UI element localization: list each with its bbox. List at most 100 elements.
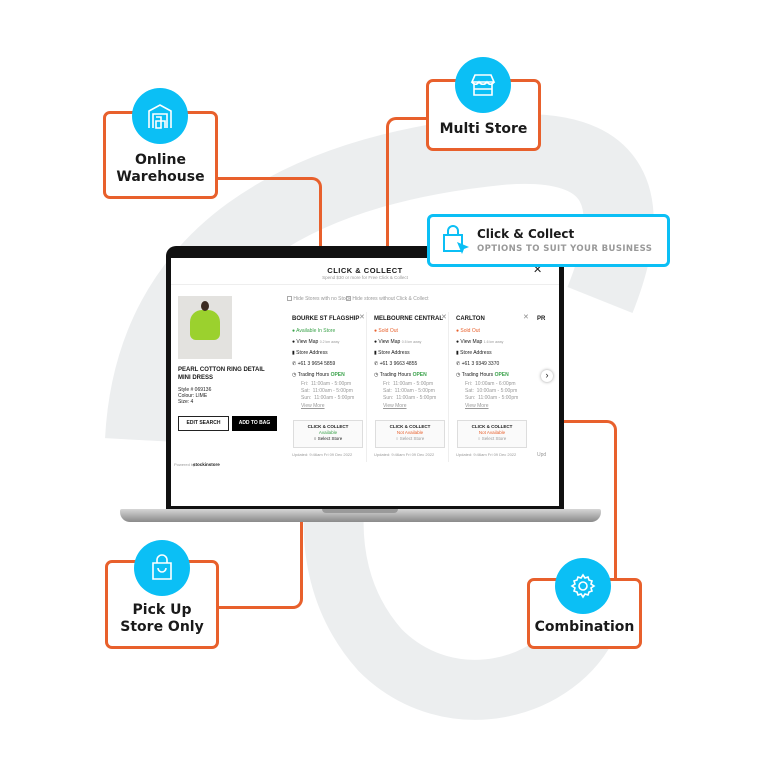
warehouse-icon <box>132 88 188 144</box>
view-more-link[interactable]: View More <box>383 403 407 409</box>
hours-row: Sat: 10:00am - 5:00pm <box>465 388 518 394</box>
phone-icon: ✆ <box>374 361 379 367</box>
clock-icon: ◷ <box>456 372 461 378</box>
remove-store-icon[interactable]: ✕ <box>359 314 365 321</box>
phone-icon: ✆ <box>456 361 461 367</box>
clock-icon: ◷ <box>292 372 297 378</box>
modal-title: CLICK & COLLECT <box>327 266 403 275</box>
hours-row: Sun: 11:00am - 5:00pm <box>465 395 519 401</box>
view-map-link[interactable]: ● View Map 0.5 km away <box>374 339 422 345</box>
next-store-button[interactable]: › <box>541 370 553 382</box>
store-address-link[interactable]: ▮ Store Address <box>456 350 492 356</box>
hours-row: Fri: 11:00am - 5:00pm <box>301 381 352 387</box>
cc-status: Not Available <box>478 430 506 435</box>
hours-row: Fri: 10:00am - 6:00pm <box>465 381 516 387</box>
divider <box>171 284 559 285</box>
view-more-link[interactable]: View More <box>465 403 489 409</box>
hours-row: Sat: 11:00am - 5:00pm <box>383 388 435 394</box>
hours-row: Sun: 11:00am - 5:00pm <box>383 395 437 401</box>
click-collect-callout: Click & Collect OPTIONS TO SUIT YOUR BUS… <box>427 214 670 267</box>
connector-warehouse <box>216 177 322 249</box>
clock-icon: ◷ <box>374 372 379 378</box>
partial-updated: Upd <box>537 452 547 458</box>
gear-icon <box>555 558 611 614</box>
store-name: BOURKE ST FLAGSHIP <box>292 316 360 322</box>
hide-no-stock-checkbox[interactable]: Hide Stores with no Stock <box>287 296 351 302</box>
updated-time: Updated: 9:46am Fri 09 Dec 2022 <box>292 452 353 457</box>
hide-no-cc-checkbox[interactable]: Hide stores without Click & Collect <box>346 296 429 302</box>
stock-status: ● Available In Store <box>292 328 336 334</box>
view-more-link[interactable]: View More <box>301 403 325 409</box>
building-icon: ▮ <box>456 350 459 356</box>
remove-store-icon[interactable]: ✕ <box>523 314 529 321</box>
map-pin-icon: ● <box>456 339 460 345</box>
click-collect-option[interactable]: CLICK & COLLECT Not Available ○ Select S… <box>375 420 445 448</box>
sold-out-icon: ● <box>374 328 378 334</box>
product-size: Size: 4 <box>178 399 194 405</box>
shopping-bag-icon <box>134 540 190 596</box>
updated-time: Updated: 9:46am Fri 09 Dec 2022 <box>456 452 517 457</box>
cc-label: CLICK & COLLECT <box>471 424 513 429</box>
map-pin-icon: ● <box>374 339 378 345</box>
store-card: BOURKE ST FLAGSHIP ✕ ● Available In Stor… <box>287 312 367 462</box>
store-phone[interactable]: ✆ +61 3 9349 3370 <box>456 361 500 367</box>
callout-subtitle: OPTIONS TO SUIT YOUR BUSINESS <box>477 244 653 254</box>
trading-hours: ◷ Trading Hours OPEN <box>456 372 509 378</box>
store-address-link[interactable]: ▮ Store Address <box>374 350 410 356</box>
building-icon: ▮ <box>374 350 377 356</box>
store-name: CARLTON <box>456 316 485 322</box>
product-colour: Colour: LIME <box>178 393 208 399</box>
sold-out-icon: ● <box>456 328 460 334</box>
product-name: PEARL COTTON RING DETAIL MINI DRESS <box>178 367 265 381</box>
callout-title: Click & Collect <box>477 227 575 241</box>
store-name: MELBOURNE CENTRAL <box>374 316 443 322</box>
select-store-radio[interactable]: ○ Select Store <box>395 436 425 441</box>
connector-pickup <box>216 515 303 609</box>
hours-row: Sat: 11:00am - 5:00pm <box>301 388 353 394</box>
updated-time: Updated: 9:46am Fri 09 Dec 2022 <box>374 452 435 457</box>
select-store-radio[interactable]: ○ Select Store <box>313 436 343 441</box>
click-collect-option[interactable]: CLICK & COLLECT Not Available ○ Select S… <box>457 420 527 448</box>
hours-row: Sun: 11:00am - 5:00pm <box>301 395 355 401</box>
node-online-warehouse: Online Warehouse <box>103 111 218 199</box>
hours-row: Fri: 11:00am - 5:00pm <box>383 381 434 387</box>
trading-hours: ◷ Trading Hours OPEN <box>292 372 345 378</box>
partial-store-name: PR <box>537 316 546 322</box>
connector-multistore <box>386 117 428 249</box>
cc-status: Available <box>318 430 338 435</box>
store-address-link[interactable]: ▮ Store Address <box>292 350 328 356</box>
edit-search-button[interactable]: EDIT SEARCH <box>178 416 229 431</box>
modal-screen: CLICK & COLLECT Spend $30 or more for Fr… <box>171 258 559 506</box>
laptop-base <box>120 509 601 522</box>
view-map-link[interactable]: ● View Map 0.2 km away <box>292 339 340 345</box>
select-store-radio[interactable]: ○ Select Store <box>477 436 507 441</box>
product-style: Style # 069136 <box>178 387 212 393</box>
store-phone[interactable]: ✆ +61 3 9654 5859 <box>292 361 336 367</box>
powered-by: Powered by <box>174 462 196 467</box>
phone-icon: ✆ <box>292 361 297 367</box>
building-icon: ▮ <box>292 350 295 356</box>
storefront-icon <box>455 57 511 113</box>
close-icon[interactable]: ✕ <box>533 264 543 276</box>
connector-combination <box>560 420 617 580</box>
remove-store-icon[interactable]: ✕ <box>441 314 447 321</box>
click-collect-option[interactable]: CLICK & COLLECT Available ○ Select Store <box>293 420 363 448</box>
cc-label: CLICK & COLLECT <box>389 424 431 429</box>
store-phone[interactable]: ✆ +61 3 9663 4855 <box>374 361 418 367</box>
product-image <box>178 296 232 359</box>
add-to-bag-button[interactable]: ADD TO BAG <box>232 416 277 431</box>
store-card: MELBOURNE CENTRAL ✕ ● Sold Out ● View Ma… <box>369 312 449 462</box>
trading-hours: ◷ Trading Hours OPEN <box>374 372 427 378</box>
store-card: CARLTON ✕ ● Sold Out ● View Map 1.6 km a… <box>451 312 531 462</box>
laptop-notch <box>322 509 398 513</box>
stock-status: ● Sold Out <box>374 328 398 334</box>
stock-status: ● Sold Out <box>456 328 480 334</box>
cc-status: Not Available <box>396 430 424 435</box>
modal-subtitle: Spend $30 or more for Free Click & Colle… <box>322 275 408 280</box>
check-circle-icon: ● <box>292 328 296 334</box>
brand-logo: stockinstore <box>193 462 220 467</box>
cc-label: CLICK & COLLECT <box>307 424 349 429</box>
map-pin-icon: ● <box>292 339 296 345</box>
view-map-link[interactable]: ● View Map 1.6 km away <box>456 339 504 345</box>
shopping-bag-cursor-icon <box>443 225 469 254</box>
